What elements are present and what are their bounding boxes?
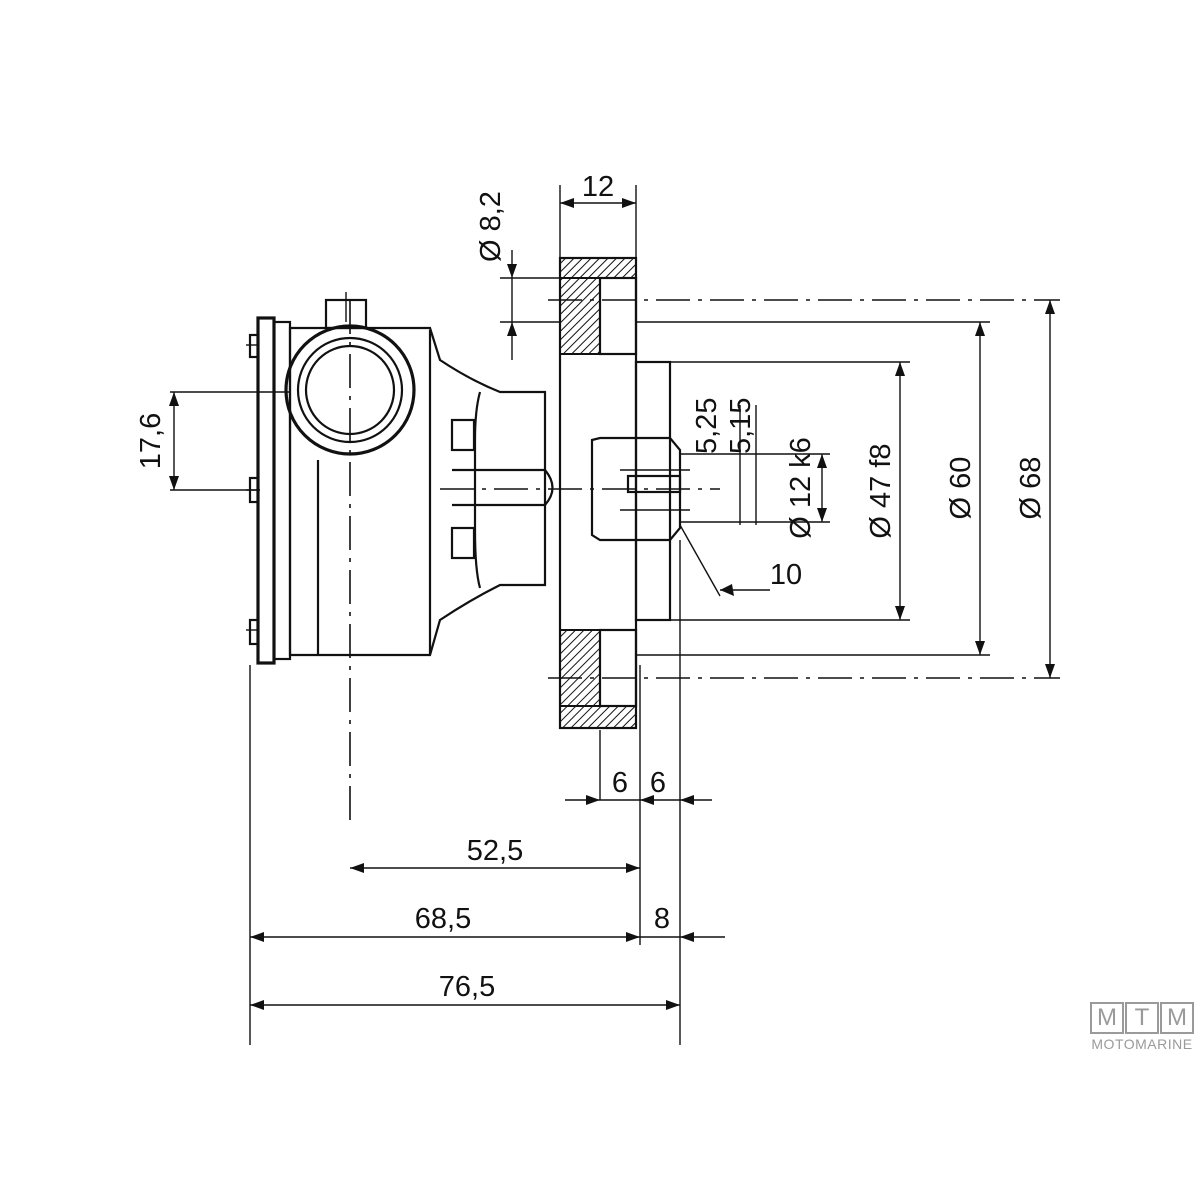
dim-shaft-diameter: Ø 12 k6: [785, 437, 817, 539]
dim-key-depth-b: 5,15: [725, 398, 757, 454]
logo-letter: M: [1160, 1002, 1194, 1034]
dim-bolt-hole-diameter: Ø 8,2: [475, 191, 507, 262]
dimension-labels: Ø 8,2 12 17,6 5,25 5,15 Ø 12 k6 Ø 47 f8 …: [135, 171, 1047, 1003]
logo-wordmark: MOTOMARINE: [1091, 1036, 1193, 1052]
extension-lines: [170, 185, 990, 1045]
dim-shaft-length: 8: [654, 903, 670, 935]
dim-shaft-key-length: 10: [770, 559, 802, 591]
pump-body: [246, 292, 554, 665]
mounting-flange: [558, 256, 690, 730]
dim-bolt-circle: Ø 60: [945, 457, 977, 520]
dimension-lines: [169, 198, 1055, 1010]
dim-body-length: 68,5: [415, 903, 471, 935]
dim-pilot-diameter: Ø 47 f8: [865, 443, 897, 538]
dim-port-to-flange: 52,5: [467, 835, 523, 867]
dim-port-offset: 17,6: [135, 413, 167, 469]
dim-key-depth-a: 5,25: [691, 398, 723, 454]
dim-flange-diameter: Ø 68: [1015, 457, 1047, 520]
dim-overall-length: 76,5: [439, 971, 495, 1003]
logo-letter: M: [1090, 1002, 1124, 1034]
dim-flange-offset: 6: [650, 767, 666, 799]
center-lines: [349, 299, 1060, 820]
dim-flange-thickness: 12: [582, 171, 614, 203]
logo-letter: T: [1125, 1002, 1159, 1034]
dim-spigot-depth: 6: [612, 767, 628, 799]
motomarine-logo: M T M MOTOMARINE: [1090, 1002, 1194, 1052]
